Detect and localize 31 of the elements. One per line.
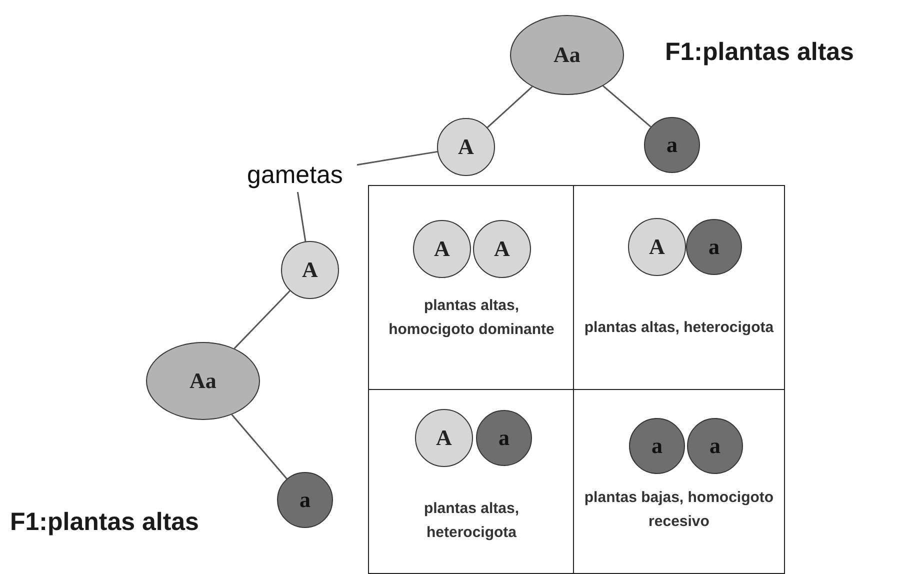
parent-genotype-ellipse: Aa bbox=[510, 15, 624, 95]
allele-circle: a bbox=[687, 418, 743, 474]
connector-line bbox=[296, 192, 306, 242]
allele-circle: A bbox=[437, 118, 495, 176]
parent-genotype-ellipse: Aa bbox=[146, 342, 260, 420]
punnett-cell bbox=[368, 389, 575, 574]
genotype-description: plantas altas, heterocigota bbox=[583, 318, 775, 338]
connector-line bbox=[231, 414, 288, 480]
gametes-label: gametas bbox=[233, 158, 357, 192]
allele-circle: a bbox=[686, 219, 742, 275]
allele-circle: A bbox=[473, 220, 531, 278]
punnett-cell bbox=[573, 389, 785, 574]
allele-circle: a bbox=[644, 117, 700, 173]
punnett-cell bbox=[368, 185, 575, 391]
generation-label: F1:plantas altas bbox=[665, 38, 854, 67]
connector-line bbox=[602, 85, 652, 128]
connector-line bbox=[234, 290, 290, 349]
genotype-description: plantas bajas, homocigoto recesivo bbox=[583, 488, 775, 532]
connector-line bbox=[356, 150, 438, 166]
allele-circle: A bbox=[281, 241, 339, 299]
allele-circle: a bbox=[629, 418, 685, 474]
genotype-description: plantas altas, homocigoto dominante bbox=[388, 296, 556, 340]
allele-circle: a bbox=[476, 410, 532, 466]
punnett-cell bbox=[573, 185, 785, 391]
allele-circle: A bbox=[415, 409, 473, 467]
allele-circle: a bbox=[277, 472, 333, 528]
genotype-description: plantas altas, heterocigota bbox=[422, 499, 520, 543]
allele-circle: A bbox=[628, 218, 686, 276]
allele-circle: A bbox=[413, 220, 471, 278]
generation-label: F1:plantas altas bbox=[10, 508, 199, 537]
connector-line bbox=[486, 86, 533, 128]
